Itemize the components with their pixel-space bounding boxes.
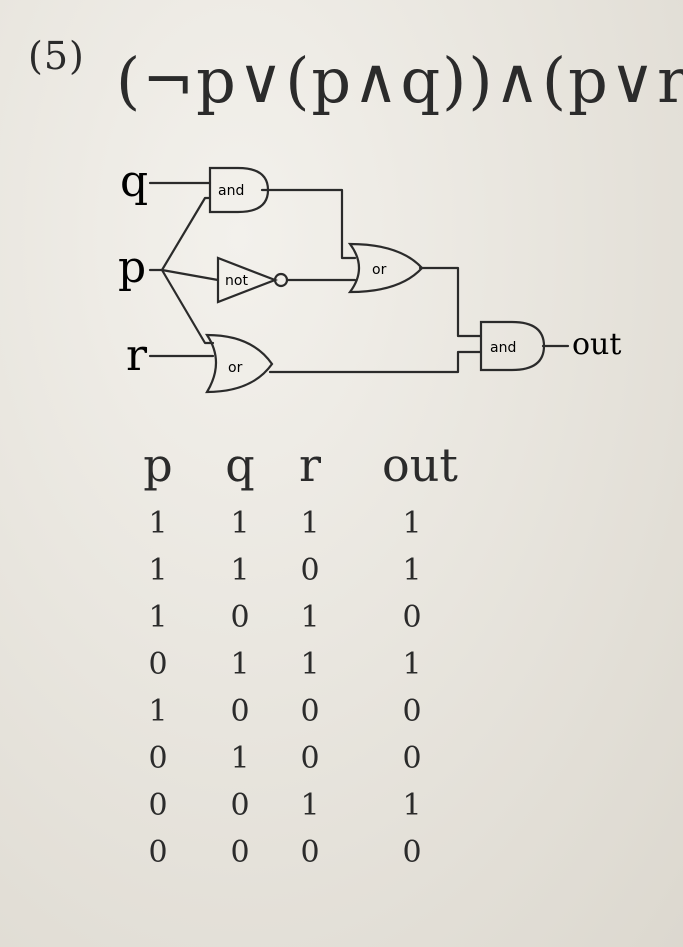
truth-table-cell: 1 bbox=[230, 741, 250, 776]
truth-table-cell: 0 bbox=[402, 835, 422, 870]
output-label: out bbox=[572, 327, 621, 362]
truth-table: p 1 1 1 0 1 0 0 0 q 1 1 0 1 0 1 0 0 r 1 0 1 1 0 0 1 0 out 1 1 0 1 0 0 1 0 bbox=[120, 440, 480, 920]
truth-table-column-out: out 1 1 0 1 0 0 1 0 bbox=[382, 438, 458, 876]
truth-table-cell: 0 bbox=[402, 741, 422, 776]
truth-table-cell: 1 bbox=[148, 600, 168, 635]
truth-table-column-r: r 1 0 1 1 0 0 1 0 bbox=[280, 440, 340, 876]
truth-table-cell: 0 bbox=[230, 788, 250, 823]
boolean-expression: (¬p∨(p∧q))∧(p∨r) bbox=[116, 44, 683, 117]
truth-table-cell: 1 bbox=[402, 553, 422, 588]
and-gate-2: and bbox=[479, 320, 546, 372]
truth-table-cell: 0 bbox=[230, 600, 250, 635]
truth-table-cell: 0 bbox=[230, 835, 250, 870]
truth-table-cell: 0 bbox=[402, 600, 422, 635]
truth-table-header: r bbox=[299, 438, 321, 492]
input-label-r: r bbox=[126, 330, 148, 381]
input-label-q: q bbox=[120, 156, 148, 207]
truth-table-cell: 1 bbox=[300, 647, 320, 682]
truth-table-cell: 1 bbox=[230, 647, 250, 682]
truth-table-cell: 1 bbox=[300, 788, 320, 823]
truth-table-cell: 1 bbox=[148, 553, 168, 588]
not-gate-label: not bbox=[225, 273, 248, 289]
truth-table-cell: 0 bbox=[300, 553, 320, 588]
and-gate-1: and bbox=[208, 166, 270, 214]
truth-table-cell: 0 bbox=[230, 694, 250, 729]
truth-table-cell: 1 bbox=[402, 647, 422, 682]
truth-table-cell: 0 bbox=[148, 647, 168, 682]
truth-table-cell: 0 bbox=[148, 741, 168, 776]
truth-table-cell: 1 bbox=[230, 553, 250, 588]
and-gate-2-label: and bbox=[490, 340, 516, 356]
wires bbox=[148, 181, 570, 374]
input-label-p: p bbox=[118, 242, 146, 293]
truth-table-cell: 1 bbox=[148, 506, 168, 541]
truth-table-cell: 0 bbox=[402, 694, 422, 729]
and-gate-1-label: and bbox=[218, 183, 244, 199]
truth-table-cell: 1 bbox=[402, 788, 422, 823]
truth-table-cell: 0 bbox=[300, 694, 320, 729]
truth-table-cell: 0 bbox=[148, 788, 168, 823]
truth-table-cell: 0 bbox=[300, 835, 320, 870]
truth-table-cell: 1 bbox=[148, 694, 168, 729]
truth-table-cell: 1 bbox=[402, 506, 422, 541]
problem-number: (5) bbox=[28, 34, 85, 78]
truth-table-cell: 1 bbox=[230, 506, 250, 541]
truth-table-cell: 0 bbox=[300, 741, 320, 776]
heading: (5) (¬p∨(p∧q))∧(p∨r) bbox=[18, 28, 683, 138]
or-gate-middle-label: or bbox=[372, 262, 387, 278]
truth-table-cell: 1 bbox=[300, 600, 320, 635]
or-gate-middle: or bbox=[347, 242, 424, 294]
truth-table-header: out bbox=[382, 438, 458, 492]
truth-table-cell: 0 bbox=[148, 835, 168, 870]
truth-table-header: p bbox=[143, 438, 173, 492]
or-gate-bottom: or bbox=[204, 333, 274, 394]
truth-table-column-p: p 1 1 1 0 1 0 0 0 bbox=[128, 440, 188, 876]
truth-table-column-q: q 1 1 0 1 0 1 0 0 bbox=[210, 440, 270, 876]
truth-table-cell: 1 bbox=[300, 506, 320, 541]
or-gate-bottom-label: or bbox=[228, 360, 243, 376]
truth-table-header: q bbox=[225, 438, 255, 492]
not-gate: not bbox=[216, 256, 289, 304]
